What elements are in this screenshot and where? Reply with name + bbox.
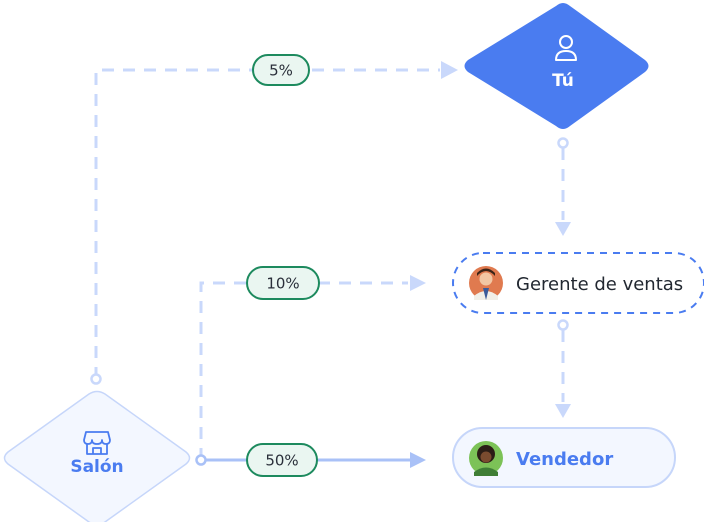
arrowhead-you [441,61,458,79]
avatar-seller [469,441,503,476]
node-salon-label: Salón [70,457,123,477]
store-icon [83,431,111,455]
node-salon[interactable]: Salón [3,390,191,522]
arrowhead-seller-top [555,404,571,418]
connector-dot-manager-bottom [557,319,569,331]
pill-10-label: 10% [266,275,299,293]
user-icon [555,35,577,61]
avatar-manager [469,266,503,300]
pill-50-percent: 50% [246,443,318,477]
connector-salon-to-you [94,68,440,379]
pill-50-label: 50% [265,452,298,470]
connector-salon-to-manager [199,281,408,460]
node-seller-label: Vendedor [516,449,613,470]
node-seller[interactable]: Vendedor [452,427,676,488]
pill-5-label: 5% [269,62,293,80]
pill-10-percent: 10% [246,266,320,300]
node-manager[interactable]: Gerente de ventas [452,252,704,314]
node-you-label: Tú [552,71,574,91]
arrowhead-manager-top [555,222,571,236]
connector-start-dot-salon-top [90,373,102,385]
node-manager-label: Gerente de ventas [516,274,683,295]
connector-start-dot-salon-right [195,454,207,466]
connector-dot-you-bottom [557,137,569,149]
node-you[interactable]: Tú [464,3,649,129]
arrowhead-seller [410,452,426,468]
arrowhead-manager [410,275,426,291]
pill-5-percent: 5% [252,54,310,86]
